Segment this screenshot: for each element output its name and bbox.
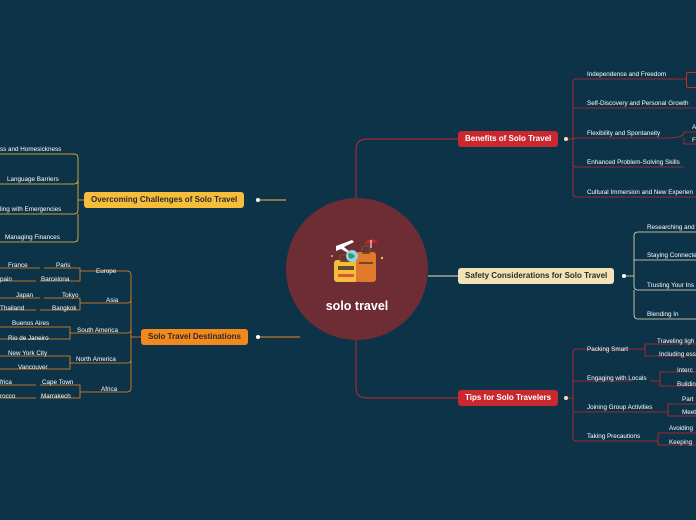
region-label[interactable]: Asia <box>106 297 119 304</box>
city-label[interactable]: Bangkok <box>52 305 77 312</box>
tips-group[interactable]: Engaging with Locals <box>587 375 647 382</box>
country-label[interactable]: pain <box>0 276 12 283</box>
safety-item[interactable]: Staying Connecte <box>647 252 696 259</box>
safety-item[interactable]: Blending In <box>647 311 679 318</box>
tips-group[interactable]: Packing Smart <box>587 346 628 353</box>
collapse-dot-challenges[interactable] <box>256 198 260 202</box>
region-label[interactable]: Europe <box>96 268 117 275</box>
collapse-dot-safety[interactable] <box>622 274 626 278</box>
city-label[interactable]: Vancouver <box>18 364 48 371</box>
city-label[interactable]: Cape Town <box>42 379 74 386</box>
collapse-dot-benefits[interactable] <box>564 137 568 141</box>
tips-group[interactable]: Joining Group Activities <box>587 404 653 411</box>
safety-item[interactable]: Trusting Your Ins <box>647 282 695 289</box>
tips-child[interactable]: Buildin <box>677 381 696 388</box>
city-label[interactable]: New York City <box>8 350 48 357</box>
safety-item[interactable]: Researching and <box>647 224 695 231</box>
region-label[interactable]: Africa <box>101 386 118 393</box>
benefit-item[interactable]: Flexibility and Spontaneity <box>587 130 661 137</box>
tips-child[interactable]: Traveling ligh <box>657 338 695 345</box>
city-label[interactable]: Paris <box>56 262 71 269</box>
challenge-item[interactable]: Managing Finances <box>5 234 60 241</box>
branch-destinations[interactable]: Solo Travel Destinations <box>141 329 248 345</box>
tips-child[interactable]: Avoiding <box>669 425 694 432</box>
region-label[interactable]: South America <box>77 327 118 334</box>
country-label[interactable]: frica <box>0 379 12 386</box>
benefit-item[interactable]: Self-Discovery and Personal Growth <box>587 100 689 107</box>
travel-luggage-icon <box>331 239 384 282</box>
city-label[interactable]: Rio de Janeiro <box>8 335 49 342</box>
branch-tips[interactable]: Tips for Solo Travelers <box>458 390 559 406</box>
branch-safety[interactable]: Safety Considerations for Solo Travel <box>458 268 615 284</box>
challenge-item[interactable]: ling with Emergencies <box>0 206 62 213</box>
tips-child[interactable]: Part <box>682 396 694 403</box>
country-label[interactable]: rocco <box>0 393 16 400</box>
challenge-item[interactable]: Language Barriers <box>7 176 59 183</box>
city-label[interactable]: Tokyo <box>62 292 79 299</box>
central-topic[interactable]: solo travel <box>286 198 428 340</box>
central-topic-title: solo travel <box>325 299 389 313</box>
collapse-dot-destinations[interactable] <box>256 335 260 339</box>
link-benefits <box>355 138 458 198</box>
country-label[interactable]: France <box>8 262 28 269</box>
branch-benefits[interactable]: Benefits of Solo Travel <box>458 131 559 147</box>
country-label[interactable]: Japan <box>16 292 34 299</box>
benefit-item[interactable]: Cultural Immersion and New Experien <box>587 189 694 196</box>
region-label[interactable]: North America <box>76 356 116 363</box>
city-label[interactable]: Buenos Aires <box>12 320 50 327</box>
city-label[interactable]: Marrakech <box>41 393 71 400</box>
benefit-item[interactable]: Independence and Freedom <box>587 71 667 78</box>
collapse-dot-tips[interactable] <box>564 396 568 400</box>
branch-challenges[interactable]: Overcoming Challenges of Solo Travel <box>84 192 245 208</box>
benefit-item[interactable]: Enhanced Problem-Solving Skills <box>587 159 680 166</box>
tips-child[interactable]: Interc <box>677 367 693 374</box>
collapsed-node-box[interactable] <box>686 72 696 88</box>
tips-child[interactable]: Keeping <box>669 439 693 446</box>
tips-child[interactable]: Including ess <box>659 351 696 358</box>
challenge-item[interactable]: ss and Homesickness <box>0 146 62 153</box>
benefit-subitem[interactable]: A <box>692 124 696 131</box>
country-label[interactable]: Thailand <box>0 305 25 312</box>
tips-child[interactable]: Meet <box>682 409 696 416</box>
benefit-subitem[interactable]: F <box>692 137 696 144</box>
city-label[interactable]: Barcelona <box>41 276 70 283</box>
tips-group[interactable]: Taking Precautions <box>587 433 641 440</box>
link-tips <box>355 340 458 399</box>
